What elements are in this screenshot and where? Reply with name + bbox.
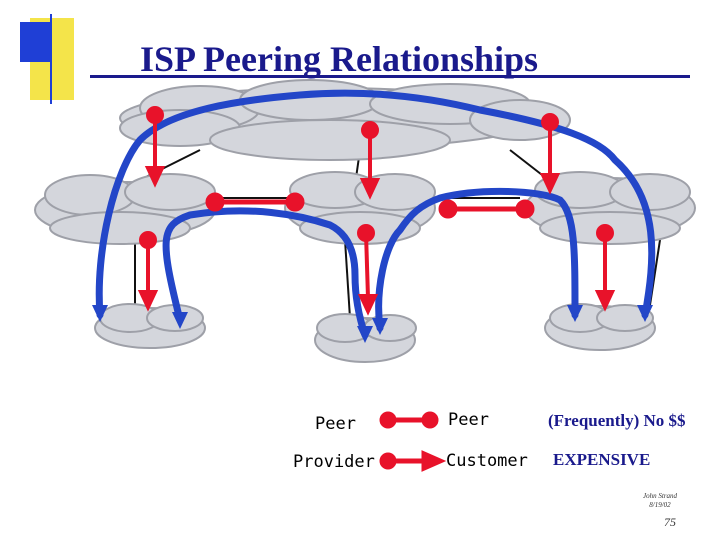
bottom-right-cloud [544, 303, 656, 351]
left-isp-cloud [34, 173, 216, 245]
footer-author-name: John Strand [642, 492, 678, 500]
footer-date: 8/19/02 [649, 501, 671, 509]
decor-blue-square [20, 22, 50, 62]
slide-title-text: ISP Peering Relationships [140, 39, 539, 79]
network-diagram [34, 79, 696, 472]
legend-customer: Customer [446, 451, 528, 471]
slide-title: ISP Peering Relationships [90, 38, 690, 80]
decor-left-rule [50, 14, 52, 104]
bottom-left-cloud [94, 303, 206, 349]
legend-peer-note: (Frequently) No $$ [548, 411, 686, 430]
page-number: 75 [664, 515, 676, 529]
provider-customer-links [137, 106, 616, 316]
legend-provider-note: EXPENSIVE [553, 450, 651, 469]
legend-provider-symbol [379, 450, 447, 472]
peer-links [205, 192, 535, 219]
traffic-paths [95, 89, 656, 339]
title-underline [90, 75, 690, 78]
traffic-arrowheads [92, 305, 653, 343]
legend-provider: Provider [293, 452, 375, 472]
legend-peer-right: Peer [448, 410, 489, 430]
legend-peer-left: Peer [315, 414, 356, 434]
footer-author: John Strand 8/19/02 [620, 492, 700, 510]
legend-peer-symbol [379, 411, 439, 429]
